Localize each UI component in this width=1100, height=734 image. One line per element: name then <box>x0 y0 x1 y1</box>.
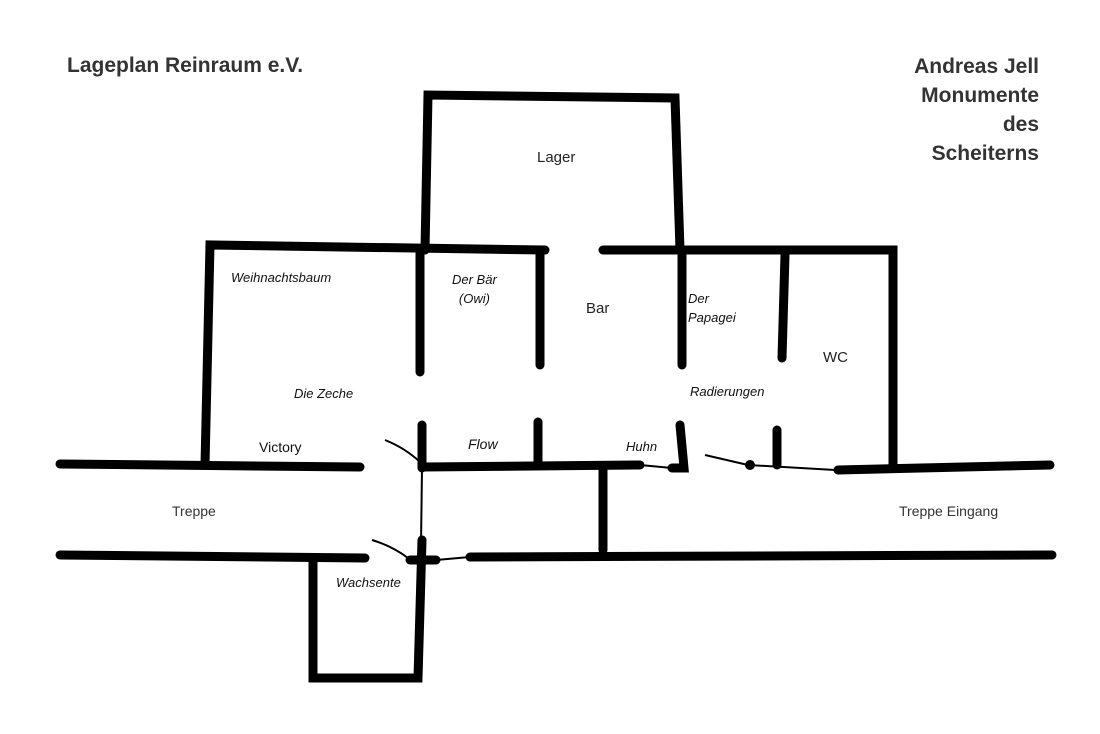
room-label-line: (Owi) <box>458 291 490 306</box>
room-treppe: Treppe <box>172 503 216 519</box>
room-lager: Lager <box>537 149 576 166</box>
artist-title: Andreas Jell Monumente des Scheiterns <box>914 52 1039 168</box>
wall-corridor-bottom <box>55 550 370 563</box>
room-wachsente: Wachsente <box>336 575 401 590</box>
room-bar: Bar <box>586 300 610 317</box>
door <box>384 439 421 463</box>
door <box>420 467 423 546</box>
wall-lager <box>420 90 685 255</box>
exhibition-line: Monumente <box>921 84 1039 107</box>
wall-corridor-top <box>833 460 1055 475</box>
door <box>435 556 471 561</box>
wall-corridor-bottom <box>465 550 1057 562</box>
room-weihnachtsbaum: Weihnachtsbaum <box>231 270 332 285</box>
wall-partition <box>667 420 689 473</box>
room-huhn: Huhn <box>626 439 658 454</box>
room-victory: Victory <box>259 439 302 455</box>
wall-corridor-top <box>55 459 365 472</box>
room-die-zeche: Die Zeche <box>294 386 354 401</box>
artist-name: Andreas Jell <box>914 55 1039 78</box>
room-der-papagei: Der Papagei <box>688 289 736 327</box>
exhibition-line: Scheiterns <box>931 142 1039 165</box>
room-label-line: Der <box>688 291 709 306</box>
wall-top-left <box>200 240 550 470</box>
room-der-baer: Der Bär (Owi) <box>452 270 497 308</box>
room-radierungen: Radierungen <box>690 384 765 399</box>
room-wc: WC <box>823 349 848 366</box>
room-label-line: Der Bär <box>452 272 497 287</box>
exhibition-line: des <box>1002 113 1039 136</box>
door <box>704 454 836 471</box>
wall-wachsente <box>308 535 427 683</box>
plan-title: Lageplan Reinraum e.V. <box>67 54 304 77</box>
room-treppe-eingang: Treppe Eingang <box>899 503 999 519</box>
door <box>371 539 409 559</box>
room-flow: Flow <box>468 436 498 452</box>
wall-top-right <box>598 245 898 472</box>
wall-partition <box>777 250 790 363</box>
room-label-line: Papagei <box>688 310 736 325</box>
door <box>639 464 673 469</box>
